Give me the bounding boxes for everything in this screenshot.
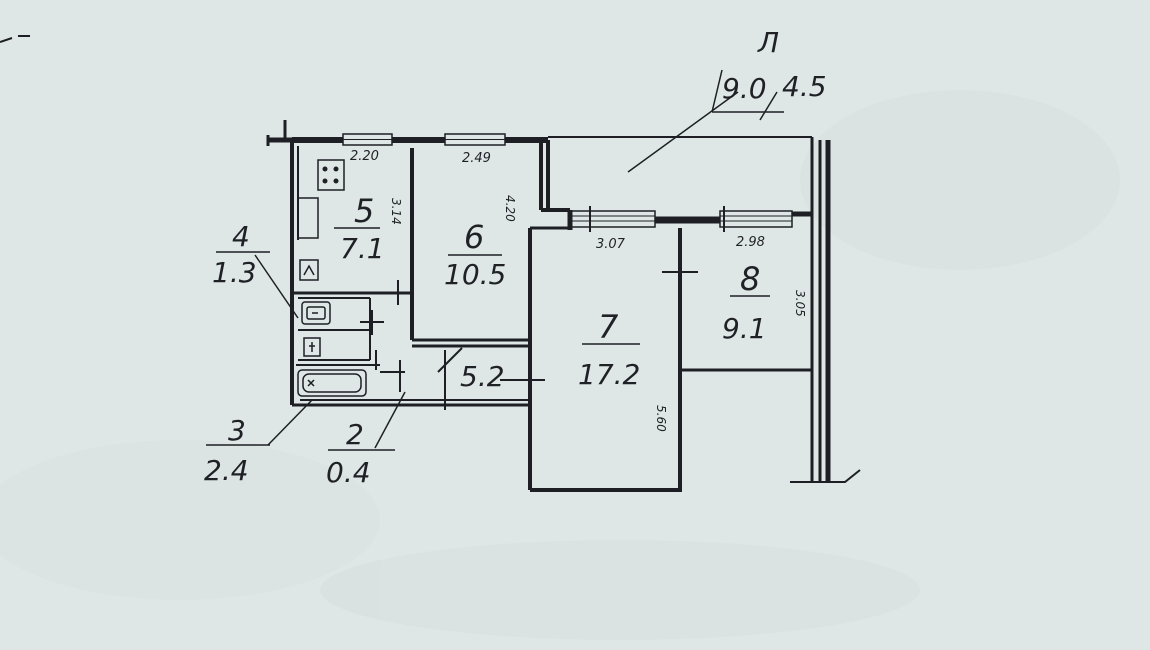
dim-room7-depth: 5.60	[654, 405, 668, 432]
dim-room8-width: 2.98	[736, 235, 765, 250]
room-5-number: 5	[354, 192, 374, 230]
loggia-label: Л	[757, 26, 779, 59]
room-2-number: 2	[346, 418, 364, 451]
paper-smudges	[0, 90, 1120, 640]
dim-room6-width: 2.49	[462, 151, 491, 166]
room-2-area: 0.4	[326, 456, 371, 489]
room-7-area: 17.2	[578, 358, 640, 391]
washbasin-icon	[301, 301, 331, 325]
room-6-area: 10.5	[444, 258, 506, 291]
dim-room5-depth: 3.14	[389, 198, 403, 225]
loggia-area-secondary: 4.5	[782, 70, 827, 103]
room-8-area: 9.1	[722, 312, 767, 345]
room-5-area: 7.1	[340, 232, 385, 265]
windows	[342, 133, 793, 232]
loggia-area: 9.0	[722, 72, 767, 105]
room-4-number: 4	[232, 220, 250, 253]
room-3-number: 3	[228, 414, 246, 447]
toilet-icon	[299, 259, 319, 281]
hall-area: 5.2	[460, 360, 505, 393]
dim-room5-width: 2.20	[350, 149, 379, 164]
dim-room8-depth: 3.05	[793, 290, 807, 317]
fraction-bars	[334, 227, 770, 345]
room-8-number: 8	[740, 260, 760, 298]
leader-lines	[206, 69, 784, 451]
dim-room6-depth: 4.20	[503, 195, 517, 222]
fixtures	[297, 159, 367, 397]
room-7-number: 7	[598, 308, 619, 346]
bathtub-icon	[297, 369, 367, 397]
stray-mark	[0, 35, 30, 43]
room-3-area: 2.4	[204, 454, 249, 487]
room-4-area: 1.3	[212, 256, 257, 289]
dim-room7-width: 3.07	[596, 237, 626, 252]
stove-icon	[317, 159, 345, 191]
walls	[266, 120, 861, 492]
room-6-number: 6	[464, 218, 484, 256]
